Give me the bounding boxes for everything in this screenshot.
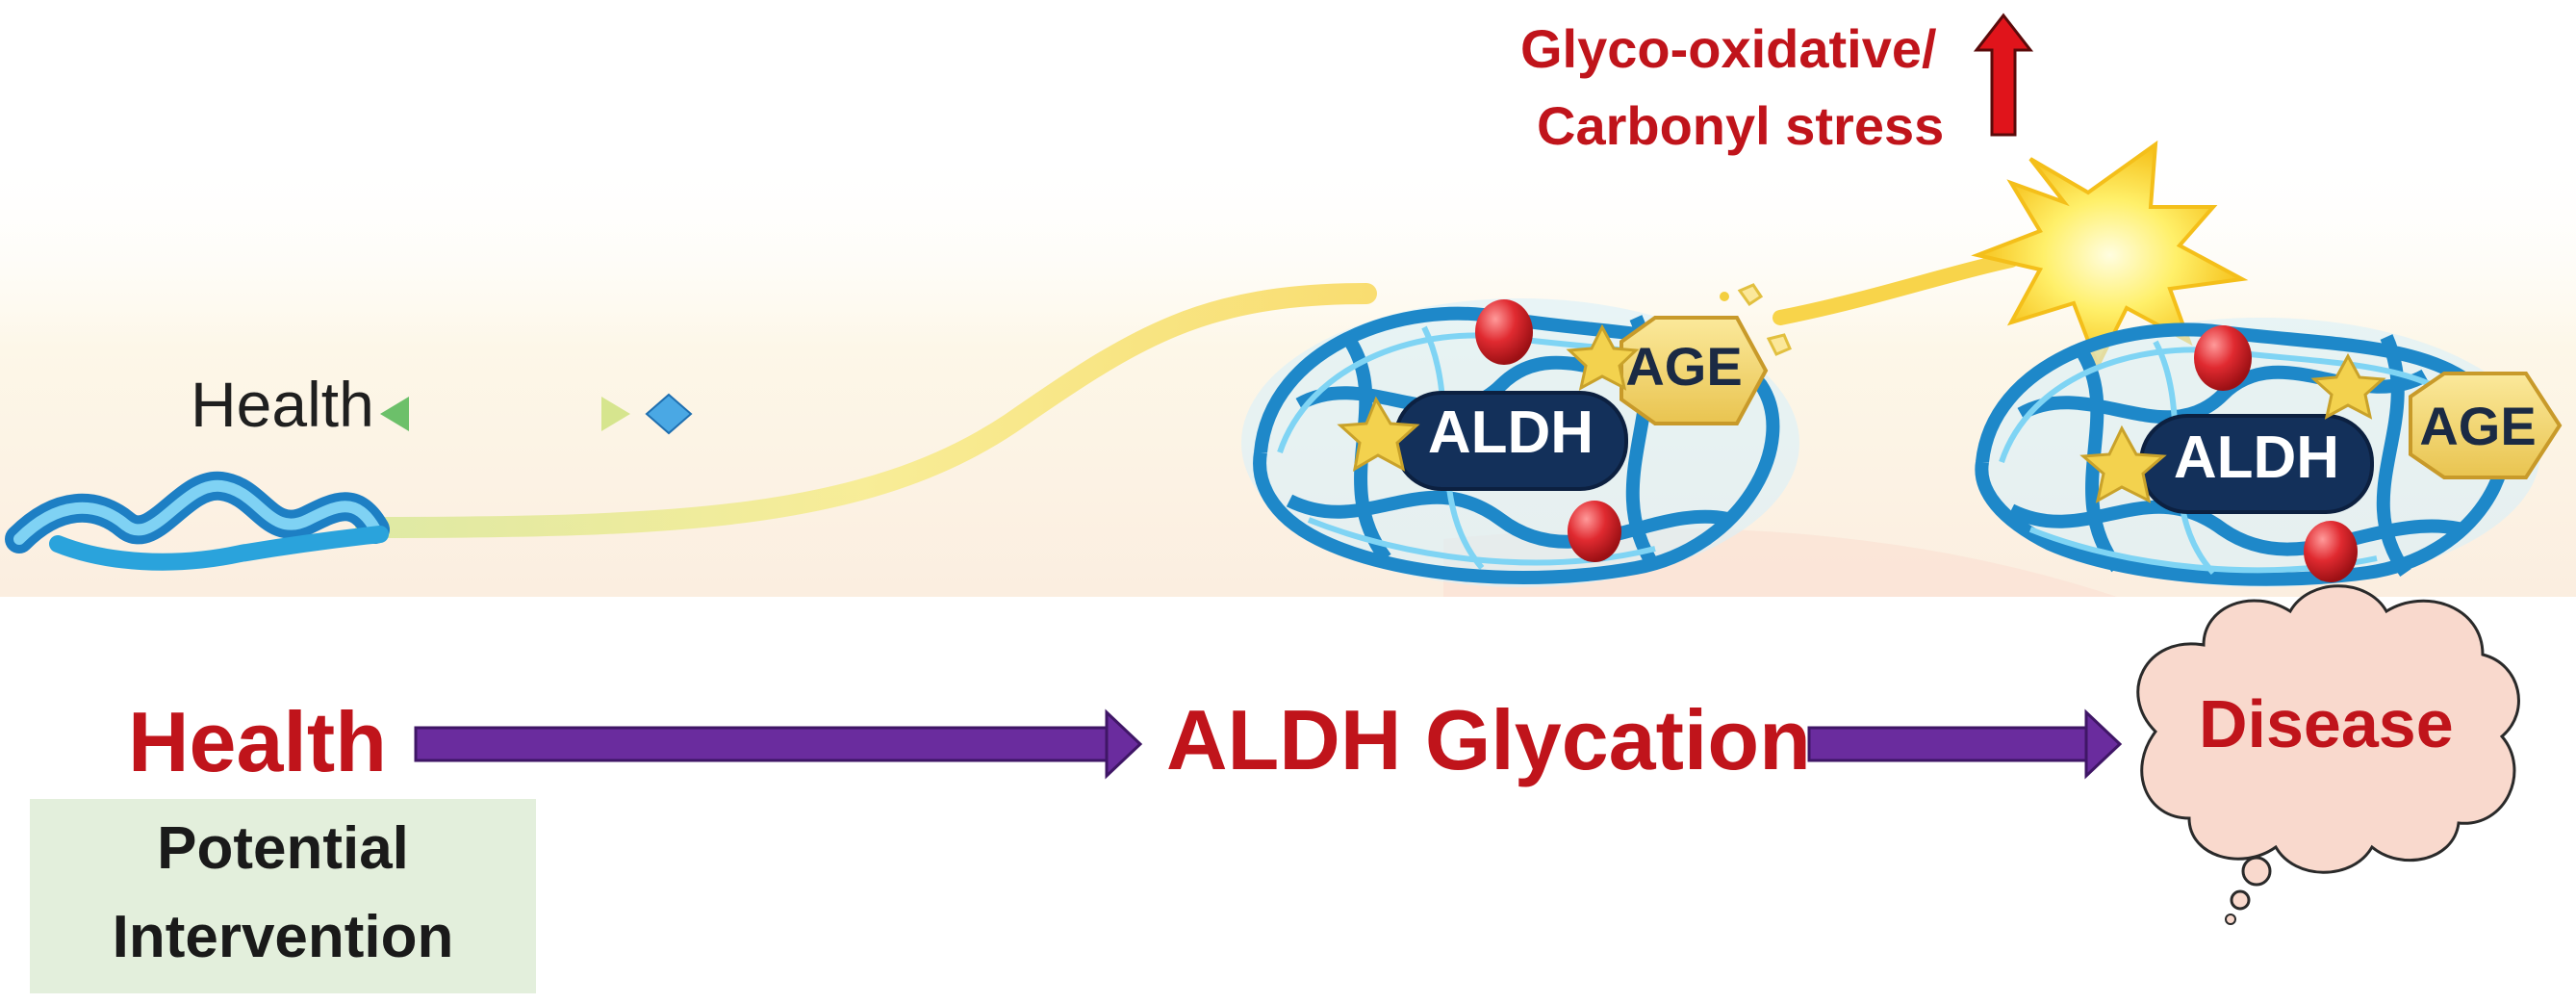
healthy-protein-icon: [5, 471, 390, 571]
intervention-box: [30, 799, 536, 993]
aldh-label-right: ALDH: [2173, 425, 2340, 491]
modification-bead: [2304, 521, 2358, 582]
stress-label-line2: Carbonyl stress: [1537, 95, 1945, 156]
glycation-stage-label: ALDH Glycation: [1166, 692, 1811, 787]
modification-bead: [2194, 325, 2252, 391]
thought-cloud-icon: [2136, 584, 2520, 925]
diamond-icon: [645, 393, 693, 435]
disease-stage-label: Disease: [2199, 686, 2454, 761]
age-tag-right: [2409, 372, 2563, 479]
glycated-aldh-protein-right: [1975, 318, 2563, 587]
burst-trail: [1773, 252, 2019, 325]
modification-bead: [1475, 299, 1533, 365]
intervention-label-line1: Potential: [157, 815, 409, 882]
up-arrow-icon: [1973, 13, 2034, 137]
age-tag-left: [1620, 316, 1769, 425]
glycated-aldh-protein-left: [1241, 298, 1799, 587]
starburst-icon: [1971, 140, 2249, 371]
process-arrow-glycation-to-disease: [1807, 708, 2123, 780]
process-arrow-health-to-glycation: [414, 708, 1143, 780]
age-label-left: AGE: [1625, 336, 1743, 397]
stress-label-line1: Glyco-oxidative/: [1520, 18, 1937, 79]
intervention-label-line2: Intervention: [112, 904, 454, 970]
modification-bead: [1568, 501, 1621, 562]
double-arrow-icon: [380, 397, 630, 431]
health-stage-label: Health: [128, 694, 387, 789]
progression-path: [355, 283, 1377, 538]
aldh-label-left: ALDH: [1427, 399, 1594, 466]
age-label-right: AGE: [2419, 396, 2537, 456]
health-small-label: Health: [191, 369, 374, 440]
